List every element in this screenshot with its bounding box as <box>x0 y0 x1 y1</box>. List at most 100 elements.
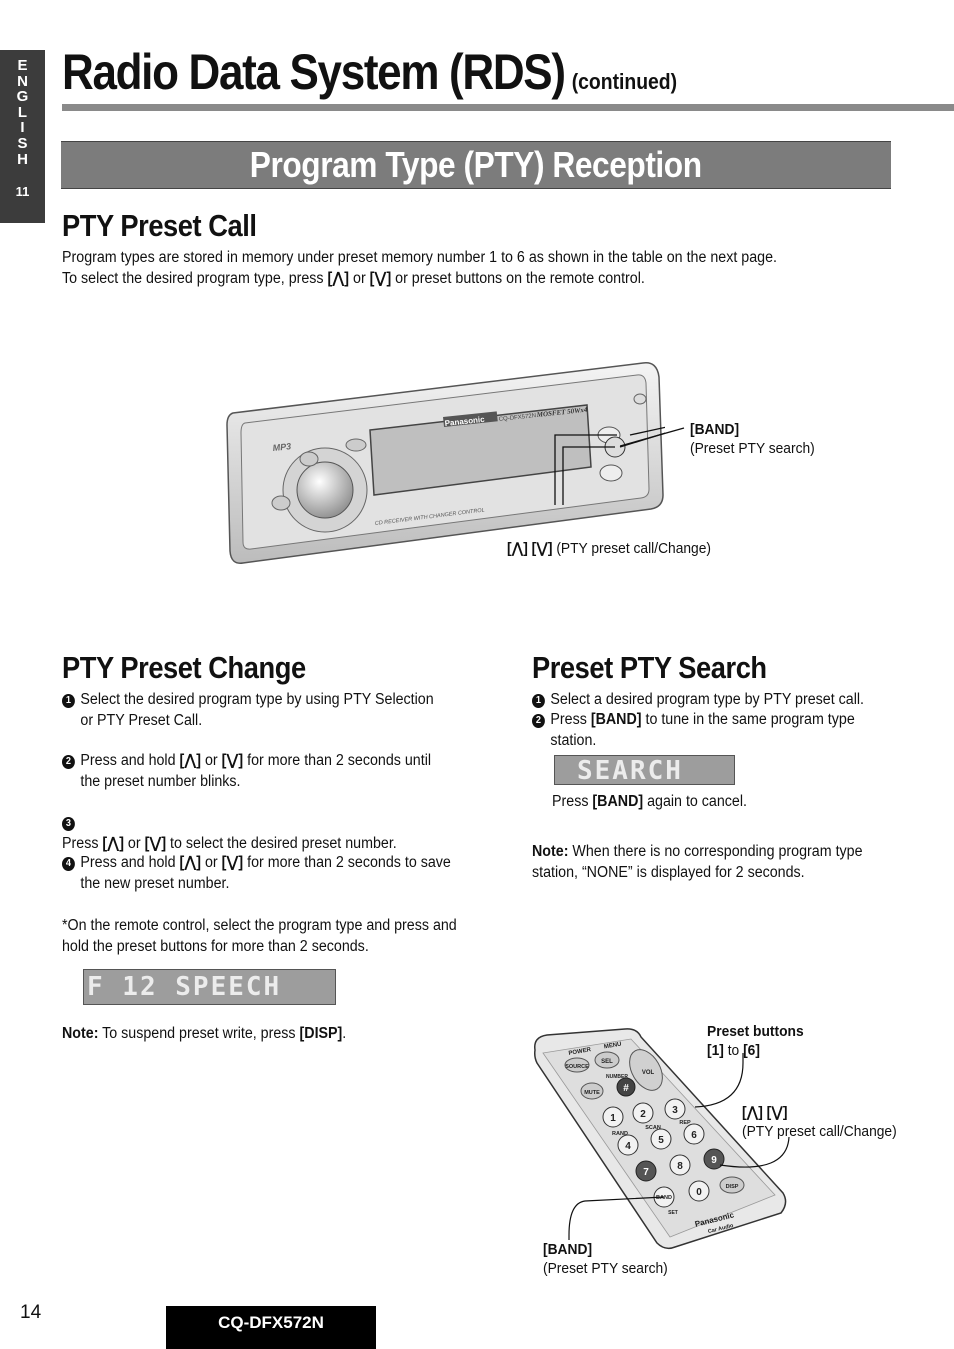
remote-label-6: 6 <box>691 1130 697 1141</box>
remote-source-button <box>564 1057 590 1073</box>
pty-preset-change-heading: PTY Preset Change <box>62 650 306 685</box>
page-number: 14 <box>20 1302 42 1323</box>
step-text: Select the desired program type by using… <box>80 691 434 729</box>
language-tab: E N G L I S H 11 <box>0 50 45 223</box>
lang-letter: H <box>17 150 28 168</box>
lang-letter: G <box>16 88 29 106</box>
text-fragment: to tune in the same program type station… <box>550 711 855 749</box>
remote-label-set: SET <box>668 1210 678 1216</box>
note-label: Note: <box>62 1025 99 1042</box>
remote-vol-rocker <box>629 1049 663 1091</box>
callout-leader <box>554 434 617 505</box>
remote-button-7 <box>635 1160 657 1182</box>
text-fragment: again to cancel. <box>647 793 747 810</box>
text-fragment: for more than 2 seconds to save the new … <box>80 854 451 892</box>
remote-button-2 <box>632 1102 654 1124</box>
search-note: Note: When there is no corresponding pro… <box>532 842 863 883</box>
callout-leader <box>568 1196 665 1240</box>
remote-label-disp: DISP <box>726 1184 739 1190</box>
section-banner: Program Type (PTY) Reception <box>61 141 891 189</box>
callout-keys: [⋀] [⋁] <box>742 1104 788 1121</box>
remote-label-3: 3 <box>672 1105 678 1116</box>
disp-key-label: [DISP] <box>299 1025 343 1042</box>
remote-mute-button <box>580 1082 604 1100</box>
preset-pty-search-heading: Preset PTY Search <box>532 650 767 685</box>
remote-label-menu: MENU <box>604 1042 622 1051</box>
note-label: Note: <box>532 843 569 860</box>
search-cancel-text: Press [BAND] again to cancel. <box>552 792 865 813</box>
text-fragment: or <box>204 752 218 769</box>
remote-label-rep: REP <box>679 1120 691 1126</box>
callout-leader <box>719 1136 790 1168</box>
step-number: 1 <box>532 694 545 708</box>
remote-label-rand: RAND <box>612 1131 628 1137</box>
callout-leader <box>629 426 665 436</box>
unit-button <box>299 451 319 467</box>
remote-label-0: 0 <box>696 1187 702 1198</box>
step-text: Press [⋀] or [⋁] to select the desired p… <box>62 834 448 855</box>
pty-preset-call-text: Program types are stored in memory under… <box>62 248 826 289</box>
callout-band-title: [BAND] <box>543 1241 593 1258</box>
callout-band-desc: (Preset PTY search) <box>690 440 815 457</box>
volume-knob <box>296 461 354 519</box>
head-unit-illustration: Panasonic CQ-DFX572N MOSFET 50Wx4 MP3 CD… <box>226 362 665 564</box>
unit-mp3-label: MP3 <box>272 441 291 453</box>
remote-button-0 <box>688 1180 710 1202</box>
remote-label-number: NUMBER <box>606 1074 628 1080</box>
page-subtitle: (continued) <box>571 69 678 94</box>
remote-disp-button <box>719 1176 745 1194</box>
up-key-label: [⋀] <box>102 834 124 852</box>
callout-preset-title: Preset buttons <box>707 1023 804 1040</box>
model-badge: CQ-DFX572N <box>166 1306 376 1349</box>
note-text: To suspend preset write, press <box>102 1025 296 1042</box>
text-fragment: or <box>204 854 218 871</box>
step-text: Press and hold [⋀] or [⋁] for more than … <box>80 853 457 894</box>
unit-button <box>271 495 291 511</box>
speech-lcd-display: F 12 SPEECH <box>83 969 336 1005</box>
callout-keys: [⋀] [⋁] <box>507 540 553 557</box>
remote-control-illustration: POWER MENU SOURCE SEL VOL MUTE NUMBER # … <box>534 1028 790 1250</box>
remote-label-4: 4 <box>625 1141 631 1152</box>
remote-preset-callout: Preset buttons [1] to [6] <box>707 1022 804 1060</box>
remote-label-mute: MUTE <box>584 1090 600 1096</box>
remote-band-callout: [BAND] (Preset PTY search) <box>543 1240 668 1278</box>
lcd-text: SPEECH <box>175 972 282 1002</box>
step-text: Press [BAND] to tune in the same program… <box>550 710 877 751</box>
remote-button-6 <box>683 1123 705 1145</box>
remote-label-source: SOURCE <box>565 1064 589 1070</box>
text-fragment: or preset buttons on the remote control. <box>395 269 645 287</box>
unit-model-text: CQ-DFX572N <box>499 413 537 423</box>
step-number: 2 <box>532 714 545 728</box>
step-number: 2 <box>62 755 75 769</box>
pty-preset-call-line1: Program types are stored in memory under… <box>62 249 777 266</box>
text-fragment: . <box>342 1025 347 1042</box>
disp-button <box>345 438 367 452</box>
callout-preset-range-end: [6] <box>743 1042 760 1059</box>
remote-label-vol: VOL <box>642 1070 655 1076</box>
text-fragment: to <box>727 1042 740 1059</box>
callout-keys-desc: (PTY preset call/Change) <box>742 1123 897 1140</box>
lcd-prefix: F 12 <box>87 972 158 1002</box>
band-key-label: [BAND] <box>592 793 644 810</box>
page-title-text: Radio Data System (RDS) <box>62 44 566 100</box>
unit-button <box>633 393 647 405</box>
step-text: Press and hold [⋀] or [⋁] for more than … <box>80 751 448 792</box>
remote-label-hash: # <box>623 1083 629 1094</box>
text-fragment: Press <box>552 793 589 810</box>
callout-leader <box>562 446 615 505</box>
callout-band-title: [BAND] <box>690 421 740 438</box>
down-key-label: [⋁] <box>369 269 392 287</box>
search-lcd-display: SEARCH <box>554 755 735 785</box>
down-key-label: [⋁] <box>144 834 167 852</box>
head-unit-band-callout: [BAND] (Preset PTY search) <box>690 420 815 458</box>
text-fragment: Press and hold <box>80 854 176 871</box>
lang-letter: S <box>17 134 28 152</box>
remote-button-1 <box>602 1106 624 1128</box>
text-fragment: Press <box>62 834 99 852</box>
remote-label-band: BAND <box>656 1195 672 1201</box>
title-rule <box>62 104 954 111</box>
remote-hash-button <box>616 1077 636 1097</box>
remote-label-8: 8 <box>677 1161 683 1172</box>
